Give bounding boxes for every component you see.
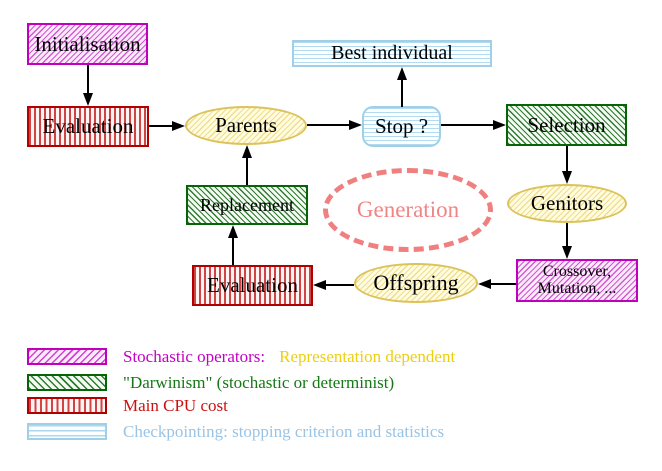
arrowhead-crossover-to-offspring [478, 279, 491, 289]
arrow-line-stop-to-selection [441, 124, 494, 126]
legend-label-main-cpu-cost: Main CPU cost [123, 395, 228, 415]
node-selection: Selection [506, 104, 627, 146]
legend-swatch-green-hatch [27, 373, 107, 391]
legend-label-checkpointing: Checkpointing: stopping criterion and st… [123, 421, 445, 441]
node-stop: Stop ? [362, 106, 441, 147]
arrowhead-evaluation-to-parents [172, 121, 185, 131]
arrow-line-crossover-to-offspring [491, 283, 516, 285]
arrow-line-stop-to-best-individual [401, 79, 403, 107]
node-best-individual: Best individual [292, 40, 492, 67]
legend-label-representation-dependent: Representation dependent [279, 346, 456, 366]
legend-swatch-magenta-hatch [27, 347, 107, 365]
generation-label: Generation [356, 197, 460, 222]
arrowhead-evaluation-to-replacement [228, 225, 238, 238]
arrow-line-genitors-to-crossover [566, 223, 568, 247]
legend-swatch-red-lines [27, 396, 107, 414]
arrow-line-evaluation-to-replacement [232, 238, 234, 265]
legend-swatch-cyan-lines [27, 422, 107, 440]
generation-loop-ellipse: Generation [323, 168, 493, 252]
arrow-line-parents-to-stop [307, 124, 350, 126]
arrowhead-stop-to-selection [493, 120, 506, 130]
node-genitors: Genitors [507, 184, 627, 223]
arrow-line-evaluation-to-parents [149, 125, 173, 127]
node-evaluation-bottom: Evaluation [192, 265, 313, 306]
legend-label-darwinism: "Darwinism" (stochastic or determinist) [123, 372, 395, 392]
arrowhead-stop-to-best-individual [397, 67, 407, 80]
node-offspring: Offspring [354, 263, 478, 303]
arrowhead-parents-to-stop [349, 120, 362, 130]
arrowhead-genitors-to-crossover [562, 246, 572, 259]
arrow-line-initialisation-to-evaluation [87, 65, 89, 93]
crossover-label-line2: Mutation, ... [537, 279, 617, 297]
legend-row-checkpointing: Checkpointing: stopping criterion and st… [27, 422, 444, 440]
arrowhead-offspring-to-evaluation [313, 280, 326, 290]
arrowhead-selection-to-genitors [562, 171, 572, 184]
node-crossover-mutation: Crossover, Mutation, ... [516, 259, 638, 302]
node-replacement: Replacement [186, 185, 308, 225]
arrow-line-selection-to-genitors [566, 146, 568, 172]
arrowhead-replacement-to-parents [242, 145, 252, 158]
legend-row-main-cpu-cost: Main CPU cost [27, 396, 228, 414]
legend-label-stochastic-operators: Stochastic operators: [123, 346, 266, 366]
node-parents: Parents [185, 106, 307, 145]
node-initialisation: Initialisation [27, 23, 148, 65]
legend-row-darwinism: "Darwinism" (stochastic or determinist) [27, 373, 394, 391]
arrowhead-initialisation-to-evaluation [83, 93, 93, 106]
arrow-line-replacement-to-parents [246, 158, 248, 185]
legend-row-stochastic-operators: Stochastic operators: Representation dep… [27, 347, 455, 365]
arrow-line-offspring-to-evaluation [326, 284, 354, 286]
crossover-label-line1: Crossover, [542, 262, 612, 280]
node-evaluation-top: Evaluation [27, 106, 149, 147]
